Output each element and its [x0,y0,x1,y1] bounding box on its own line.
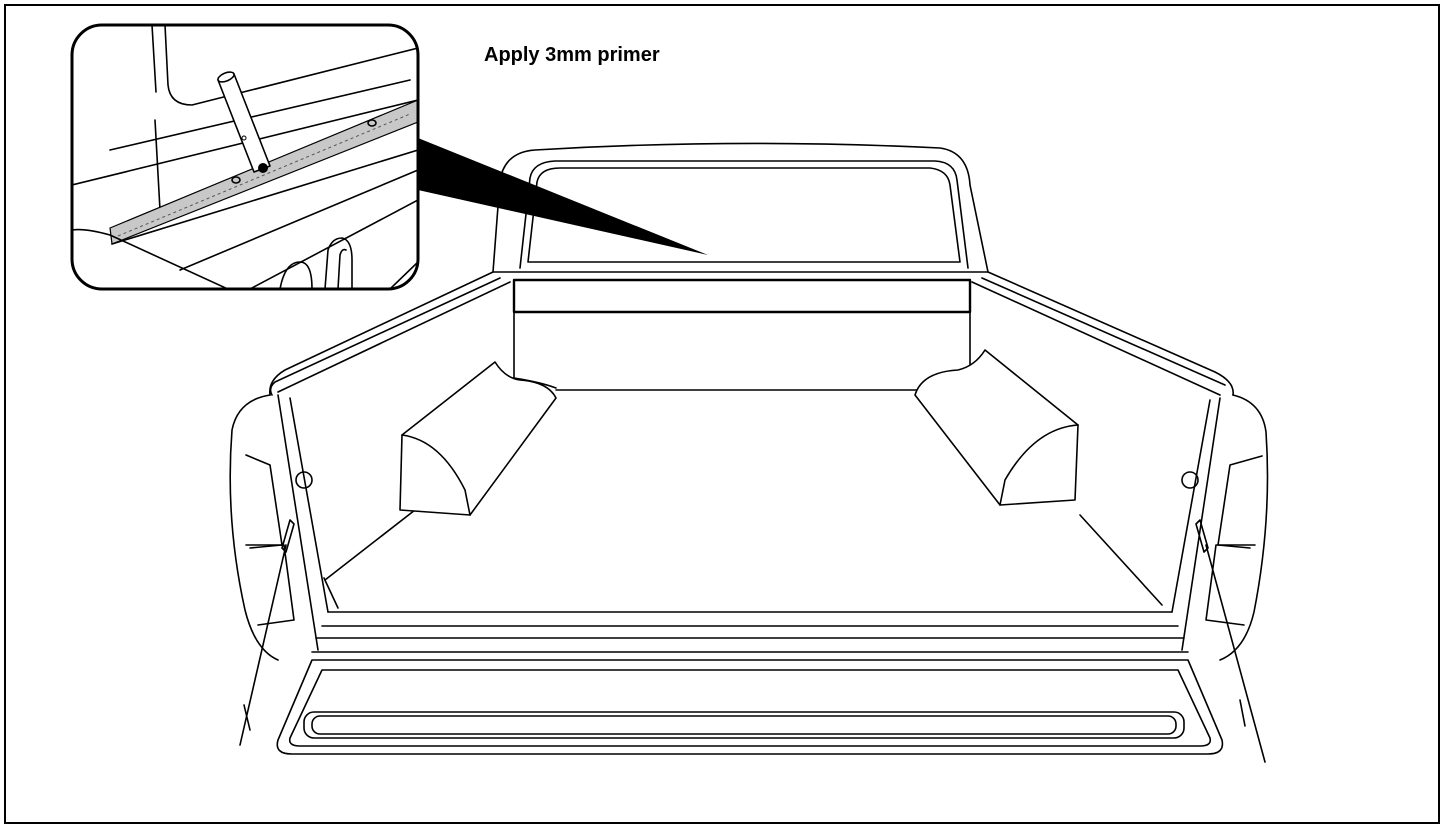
detail-inset [70,23,420,291]
primer-instruction-label: Apply 3mm primer [484,44,660,66]
front-bulkhead-seal [512,278,972,314]
tailgate [239,519,1266,763]
wheel-wells [399,349,1079,516]
diagram-frame [4,4,1440,824]
primer-applicator [217,71,271,173]
tail-lights [229,394,1269,661]
bed-rails [268,271,1234,396]
bed-interior [277,394,1221,653]
callout-pointer [418,138,708,255]
cab-rear-window [492,142,989,273]
